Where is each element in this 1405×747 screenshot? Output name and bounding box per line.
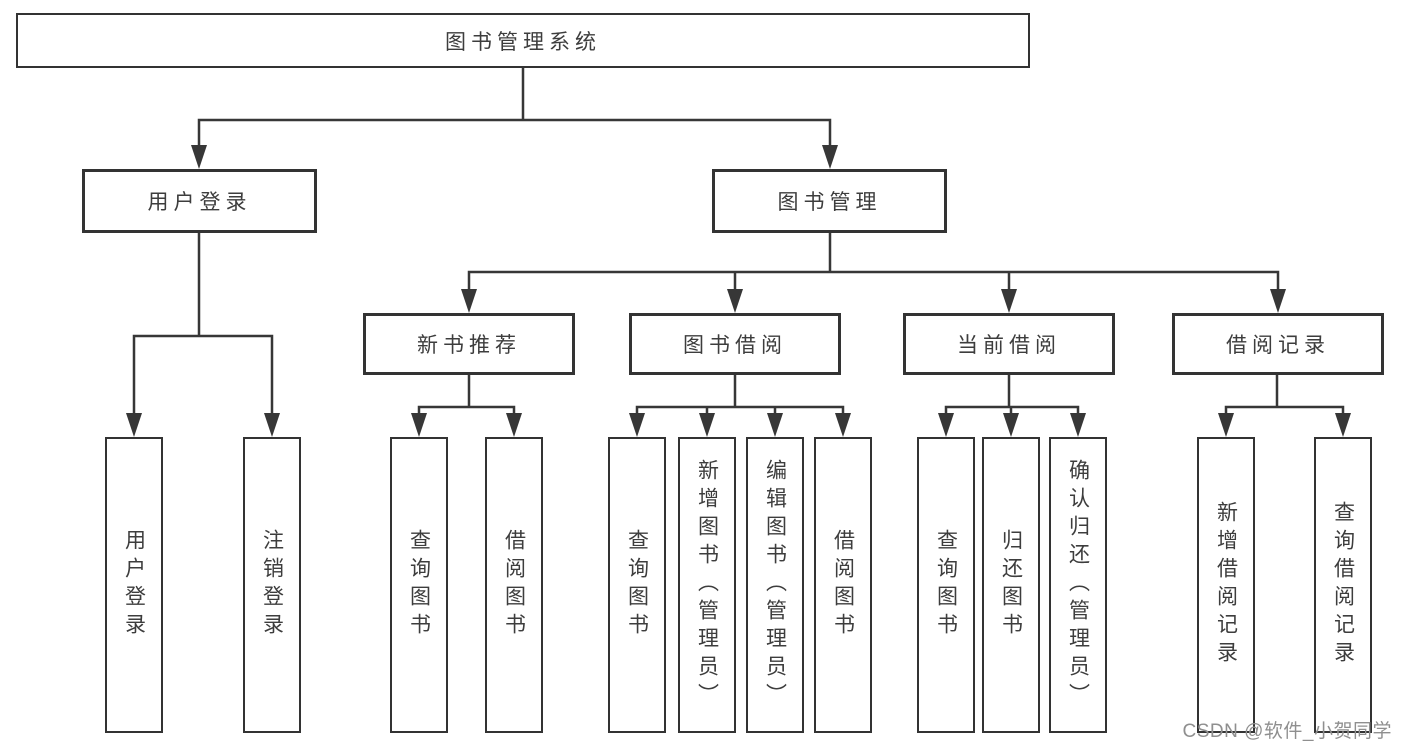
leaf-borrow-books: 借阅图书: [814, 437, 872, 733]
node-borrowing-records: 借阅记录: [1172, 313, 1384, 375]
connector-newbook-to-leaves: [417, 373, 516, 420]
leaf-borrow-books-recommend: 借阅图书: [485, 437, 543, 733]
node-label: 用户登录: [147, 191, 252, 214]
connector-bookmgmt-to-level3: [467, 231, 1280, 294]
node-book-management: 图书管理: [712, 169, 947, 233]
node-label: 当前借阅: [957, 334, 1061, 357]
leaf-label: 注销登录: [260, 529, 284, 641]
leaf-label: 查询图书: [407, 529, 431, 641]
leaf-confirm-return-admin: 确认归还（管理员）: [1049, 437, 1107, 733]
node-new-book-recommendation: 新书推荐: [363, 313, 575, 375]
node-label: 借阅记录: [1226, 334, 1330, 357]
leaf-query-books-borrow: 查询图书: [608, 437, 666, 733]
connector-records-to-leaves: [1224, 373, 1345, 420]
node-current-borrowing: 当前借阅: [903, 313, 1115, 375]
connector-root-to-level2: [197, 66, 832, 150]
connector-current-to-leaves: [944, 373, 1080, 420]
leaf-add-borrow-record: 新增借阅记录: [1197, 437, 1255, 733]
leaf-query-borrow-record: 查询借阅记录: [1314, 437, 1372, 733]
leaf-label: 借阅图书: [502, 529, 526, 641]
leaf-label: 归还图书: [999, 529, 1023, 641]
leaf-query-books-recommend: 查询图书: [390, 437, 448, 733]
leaf-label: 新增借阅记录: [1214, 501, 1238, 669]
node-label: 图书管理系统: [445, 30, 601, 54]
leaf-label: 用户登录: [122, 529, 146, 641]
node-label: 图书借阅: [683, 334, 787, 357]
connector-userlogin-to-leaves: [132, 231, 274, 418]
node-book-borrowing: 图书借阅: [629, 313, 841, 375]
leaf-label: 查询图书: [625, 529, 649, 641]
leaf-label: 查询借阅记录: [1331, 501, 1355, 669]
leaf-query-books-current: 查询图书: [917, 437, 975, 733]
csdn-watermark: CSDN @软件_小贺同学: [1182, 721, 1392, 742]
leaf-edit-books-admin: 编辑图书（管理员）: [746, 437, 804, 733]
leaf-user-login: 用户登录: [105, 437, 163, 733]
leaf-label: 确认归还（管理员）: [1066, 459, 1090, 711]
leaf-label: 借阅图书: [831, 529, 855, 641]
leaf-label: 新增图书（管理员）: [695, 459, 719, 711]
node-label: 新书推荐: [417, 334, 521, 357]
arrowheads: [126, 145, 1351, 437]
connector-borrow-to-leaves: [635, 373, 845, 420]
leaf-add-books-admin: 新增图书（管理员）: [678, 437, 736, 733]
node-library-management-system: 图书管理系统: [16, 13, 1030, 68]
node-user-login: 用户登录: [82, 169, 317, 233]
node-label: 图书管理: [777, 191, 882, 214]
leaf-label: 查询图书: [934, 529, 958, 641]
leaf-label: 编辑图书（管理员）: [763, 459, 787, 711]
leaf-return-books: 归还图书: [982, 437, 1040, 733]
leaf-logout: 注销登录: [243, 437, 301, 733]
